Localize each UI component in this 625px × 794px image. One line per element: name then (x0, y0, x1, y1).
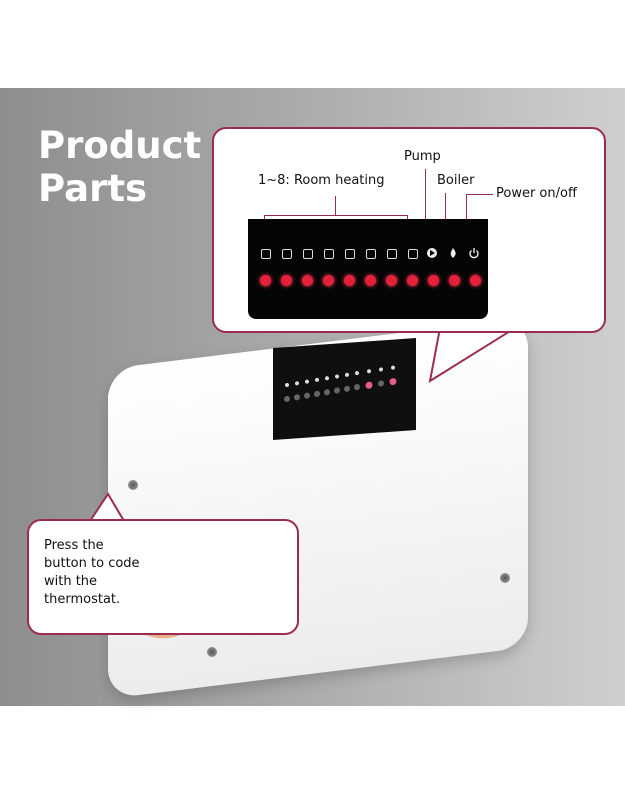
title-line-2: Parts (38, 167, 148, 210)
led-room-1 (260, 275, 271, 286)
device-led-panel (273, 338, 416, 440)
page-title: Product Parts (38, 124, 201, 210)
room-heating-label: 1~8: Room heating (258, 173, 385, 188)
led-power (470, 275, 481, 286)
pump-icon (427, 248, 437, 258)
boiler-flame-icon (450, 248, 456, 258)
led-panel-closeup (248, 219, 488, 319)
press-line-3: with the (44, 574, 98, 589)
room-2-icon (282, 249, 292, 259)
screw-hole (207, 647, 217, 657)
led-room-5 (344, 275, 355, 286)
pump-label: Pump (404, 149, 441, 164)
screw-hole (128, 480, 138, 490)
callout-left: Press the button to code with the thermo… (27, 519, 299, 635)
room-4-icon (324, 249, 334, 259)
boiler-leader (445, 193, 446, 227)
press-line-1: Press the (44, 538, 104, 553)
boiler-label: Boiler (437, 173, 475, 188)
led-room-3 (302, 275, 313, 286)
room-1-icon (261, 249, 271, 259)
power-icon (469, 248, 479, 259)
led-room-8 (407, 275, 418, 286)
led-pump (428, 275, 439, 286)
callout-left-tail (89, 492, 125, 522)
device-led-dots (284, 365, 397, 403)
press-instruction: Press the button to code with the thermo… (44, 537, 140, 609)
room-8-icon (408, 249, 418, 259)
led-room-4 (323, 275, 334, 286)
room-5-icon (345, 249, 355, 259)
press-line-2: button to code (44, 556, 140, 571)
led-room-6 (365, 275, 376, 286)
room-heating-leader (335, 196, 336, 215)
callout-top: Pump 1~8: Room heating Boiler Power on/o… (212, 127, 606, 333)
room-3-icon (303, 249, 313, 259)
room-7-icon (387, 249, 397, 259)
room-6-icon (366, 249, 376, 259)
screw-hole (500, 573, 510, 583)
power-leader (466, 194, 493, 229)
title-line-1: Product (38, 124, 202, 167)
led-boiler (449, 275, 460, 286)
press-line-4: thermostat. (44, 592, 121, 607)
led-room-7 (386, 275, 397, 286)
pump-leader (425, 169, 426, 227)
led-room-2 (281, 275, 292, 286)
power-label: Power on/off (496, 186, 577, 201)
callout-top-tail (428, 326, 516, 384)
